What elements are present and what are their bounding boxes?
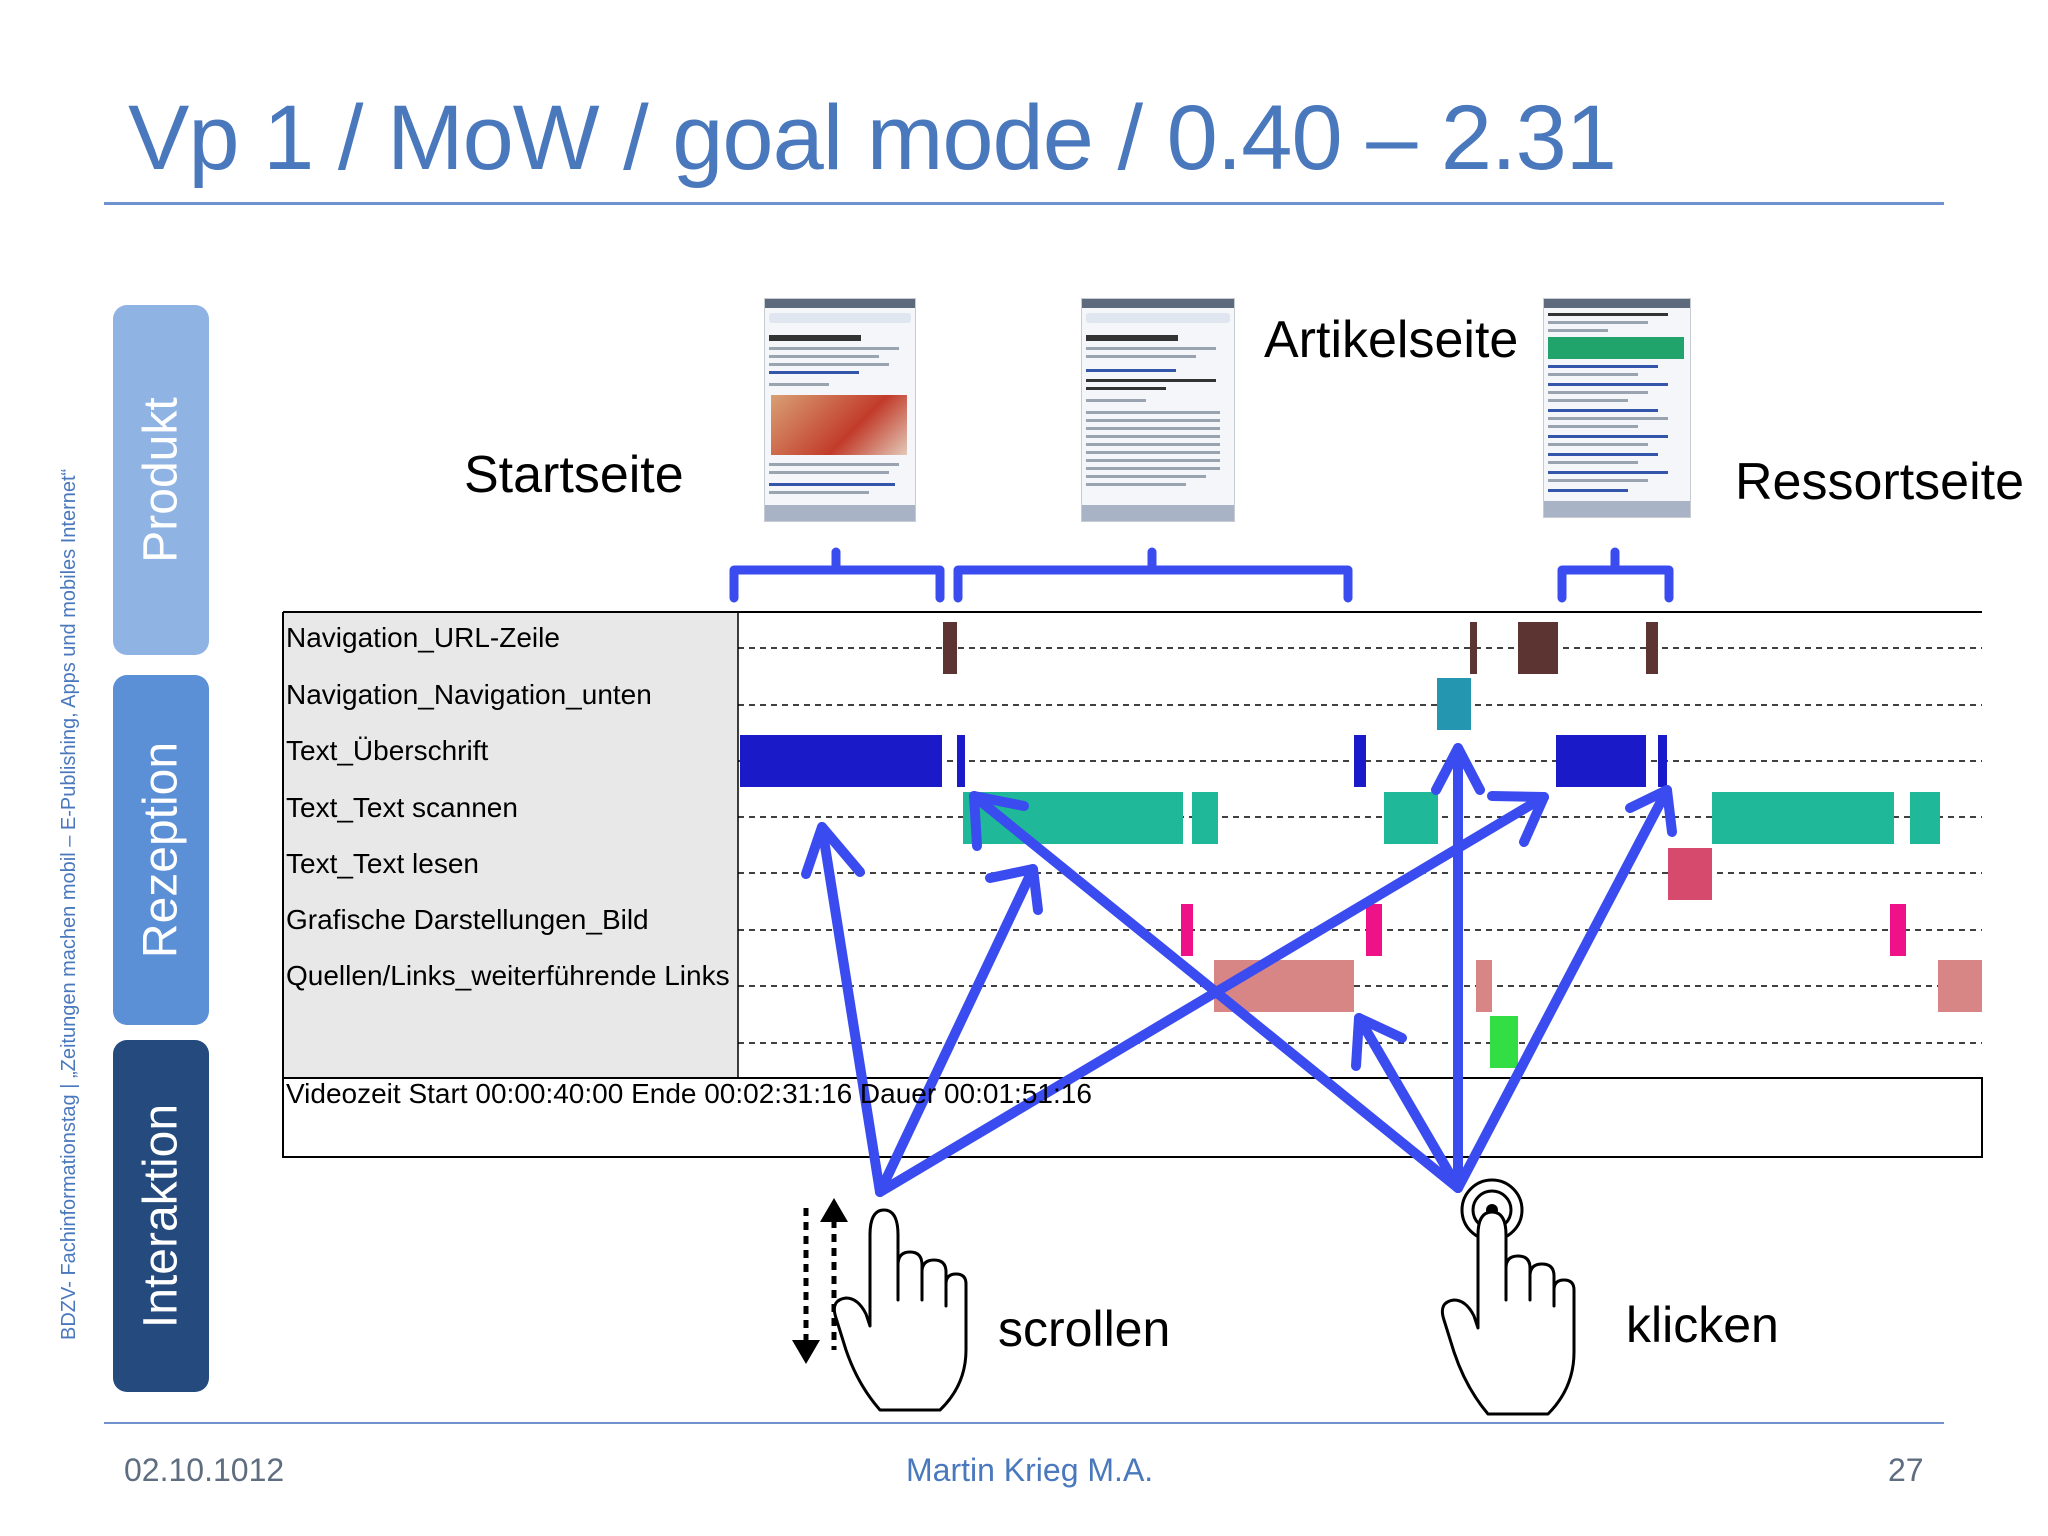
tab-interaktion: Interaktion <box>113 1040 209 1392</box>
footer-page-number: 27 <box>1888 1452 1924 1488</box>
bars-scannen <box>963 792 1940 844</box>
video-box <box>282 1077 1983 1158</box>
row-guides <box>738 647 1982 1044</box>
bars-ueberschrift <box>740 735 1667 787</box>
row-label-ueberschrift: Text_Überschrift <box>286 735 489 766</box>
row-label-links: Quellen/Links_weiterführende Links <box>286 960 730 991</box>
label-startseite: Startseite <box>464 446 684 504</box>
bar-lesen <box>1668 848 1712 900</box>
bars-url-zeile <box>943 622 1658 674</box>
footer-rule <box>104 1422 1944 1424</box>
row-label-url-zeile: Navigation_URL-Zeile <box>286 622 560 653</box>
label-scrollen: scrollen <box>998 1301 1171 1357</box>
page-braces <box>729 547 1674 603</box>
title-rule <box>104 202 1944 205</box>
label-column <box>283 612 738 1078</box>
bar-nav-unten <box>1437 678 1471 730</box>
row-label-text-scannen: Text_Text scannen <box>286 792 518 823</box>
scroll-indicator <box>792 1198 848 1364</box>
scroll-hand-icon <box>832 1208 968 1412</box>
startseite-screenshot <box>764 298 916 522</box>
bars-bild <box>1181 904 1906 956</box>
tab-produkt: Produkt <box>113 305 209 655</box>
ressortseite-screenshot <box>1543 298 1691 518</box>
footer-author: Martin Krieg M.A. <box>906 1452 1154 1488</box>
artikelseite-screenshot <box>1081 298 1235 522</box>
bar-green <box>1490 1016 1518 1068</box>
tab-rezeption: Rezeption <box>113 675 209 1025</box>
row-label-text-lesen: Text_Text lesen <box>286 848 479 879</box>
interaction-arrows <box>801 743 1677 1197</box>
row-label-navigation-unten: Navigation_Navigation_unten <box>286 679 652 710</box>
label-klicken: klicken <box>1626 1297 1779 1353</box>
footer-date: 02.10.1012 <box>124 1452 285 1488</box>
label-ressortseite: Ressortseite <box>1735 453 2024 511</box>
slide-title: Vp 1 / MoW / goal mode / 0.40 – 2.31 <box>128 87 1617 189</box>
click-hand-icon <box>1440 1178 1576 1416</box>
video-time-info: Videozeit Start 00:00:40:00 Ende 00:02:3… <box>286 1078 1092 1109</box>
row-label-bild: Grafische Darstellungen_Bild <box>286 904 649 935</box>
label-artikelseite: Artikelseite <box>1264 311 1519 369</box>
